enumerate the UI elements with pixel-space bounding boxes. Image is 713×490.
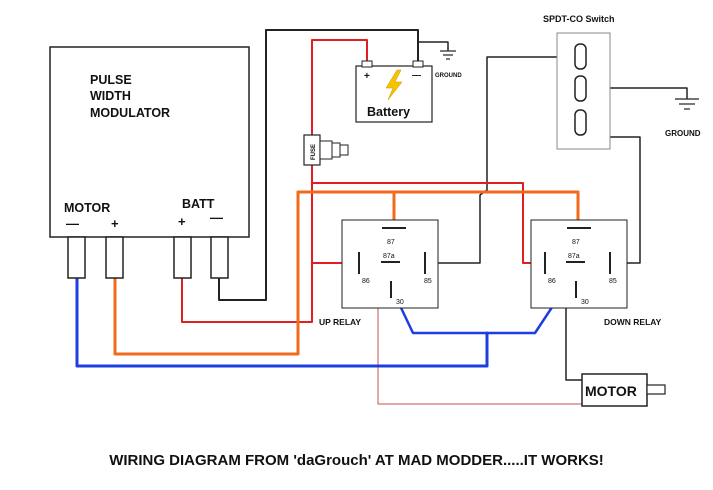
switch-terminal-bottom (574, 109, 587, 136)
down-relay-pin87: 87 (572, 239, 580, 246)
fuse-label: FUSE (311, 144, 317, 160)
switch-title: SPDT-CO Switch (543, 14, 615, 24)
pwm-terminal-batt-minus (210, 236, 229, 279)
pwm-terminal-motor-minus (67, 236, 86, 279)
pwm-terminal-batt-plus (173, 236, 192, 279)
wires (75, 29, 688, 405)
wire-switch-ground (596, 87, 688, 99)
wire-pwm-motor-positive (113, 190, 580, 356)
up-relay-pin87: 87 (387, 239, 395, 246)
fuse-tip (339, 144, 349, 156)
battery-terminal-negative (412, 60, 424, 68)
pwm-title-line2: WIDTH (90, 89, 131, 103)
pwm-batt-minus: — (210, 210, 223, 225)
wire-batt-negative (218, 29, 419, 301)
fuse-cap-end (331, 142, 341, 158)
fuse-cap (319, 140, 333, 160)
down-relay: 87 86 87a 85 30 DOWN RELAY (530, 219, 662, 327)
pwm-box (49, 46, 250, 238)
diagram-caption: WIRING DIAGRAM FROM 'daGrouch' AT MAD MO… (109, 452, 604, 469)
pwm-motor-label: MOTOR (64, 201, 110, 215)
down-relay-pin85: 85 (609, 278, 617, 285)
motor: MOTOR (581, 373, 666, 407)
wire-battery-ground (417, 41, 449, 51)
switch-terminal-center (574, 75, 587, 102)
pwm-title-line3: MODULATOR (90, 106, 170, 120)
down-relay-label: DOWN RELAY (604, 317, 662, 327)
battery-terminal-positive (361, 60, 373, 68)
up-relay: 87 86 87a 85 30 UP RELAY (319, 219, 439, 327)
up-relay-pin86: 86 (362, 278, 370, 285)
battery-plus-sign: + (364, 71, 370, 82)
switch-ground-label: GROUND (665, 129, 701, 138)
pwm-terminal-motor-plus (105, 236, 124, 279)
motor-label: MOTOR (585, 383, 637, 399)
pwm-motor-minus: — (66, 216, 79, 231)
pwm-module: PULSE WIDTH MODULATOR MOTOR BATT — + + — (49, 46, 250, 279)
wire-pwm-motor-negative (75, 276, 489, 368)
down-relay-pin86: 86 (548, 278, 556, 285)
pwm-title-line1: PULSE (90, 73, 132, 87)
up-relay-pin87a: 87a (383, 253, 395, 260)
pwm-batt-label: BATT (182, 197, 215, 211)
battery: + — Battery GROUND (355, 50, 462, 123)
up-relay-pin85: 85 (424, 278, 432, 285)
battery-ground-icon (440, 50, 456, 60)
down-relay-pin87a: 87a (568, 253, 580, 260)
switch-terminal-top (574, 43, 587, 70)
wire-fuse-to-relays (311, 164, 343, 264)
lightning-icon (385, 69, 403, 101)
battery-minus-sign: — (412, 70, 421, 80)
fuse: FUSE (303, 134, 349, 166)
wire-battery-positive (311, 39, 368, 136)
battery-label: Battery (367, 105, 410, 119)
pwm-batt-plus: + (178, 214, 186, 229)
motor-box (581, 373, 648, 407)
wire-pwm-batt-positive (181, 164, 313, 323)
up-relay-pin30: 30 (396, 299, 404, 306)
up-relay-label: UP RELAY (319, 317, 361, 327)
spdt-switch: SPDT-CO Switch GROUND (543, 14, 701, 150)
motor-shaft (646, 384, 666, 395)
battery-ground-label: GROUND (435, 73, 462, 79)
switch-ground-icon (675, 98, 699, 110)
pwm-motor-plus: + (111, 216, 119, 231)
wire-down30-motor (565, 294, 583, 381)
down-relay-pin30: 30 (581, 299, 589, 306)
